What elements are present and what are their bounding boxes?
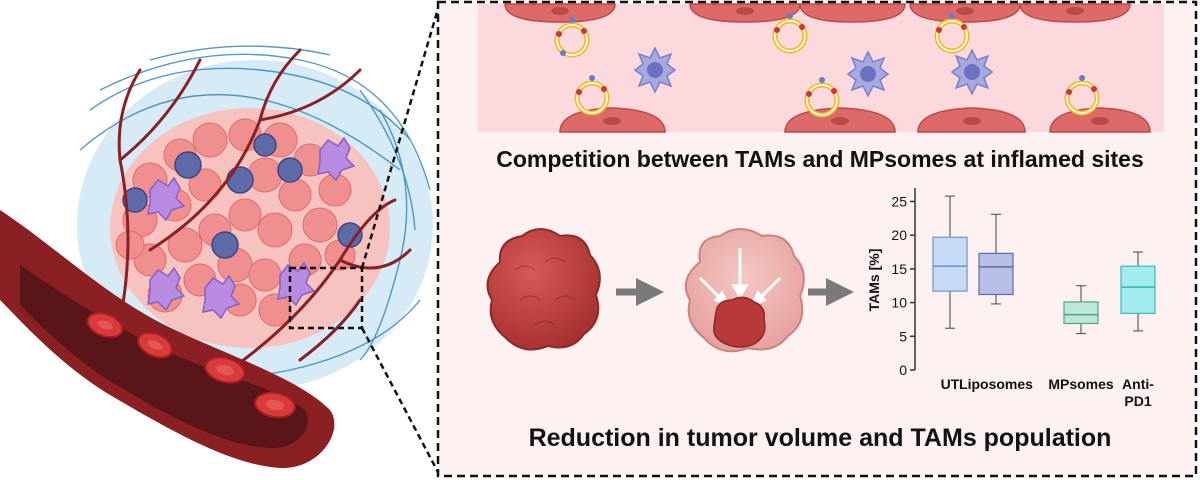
- reduction-caption: Reduction in tumor volume and TAMs popul…: [528, 424, 1112, 452]
- y-tick-label: 5: [899, 328, 907, 344]
- tumor-reduction-sequence: [486, 228, 854, 353]
- competition-caption: Competition between TAMs and MPsomes at …: [496, 146, 1144, 172]
- y-tick-label: 15: [891, 261, 907, 277]
- box-ut: [932, 236, 968, 292]
- inflamed-site-scene: [478, 3, 1164, 133]
- y-tick-label: 25: [891, 193, 907, 209]
- y-tick-label: 10: [891, 295, 907, 311]
- blood-vessel: [0, 210, 335, 469]
- x-category-label: UT: [941, 376, 960, 392]
- tam-macrophages: [633, 46, 994, 98]
- tumor-illustration: [0, 1, 442, 477]
- tumor-cells: [115, 118, 356, 327]
- x-category-label: PD1: [1124, 393, 1151, 409]
- y-tick-label: 0: [899, 362, 907, 378]
- zoom-connector-top: [360, 1, 442, 269]
- y-tick-label: 20: [891, 227, 907, 243]
- x-category-label: Liposomes: [959, 376, 1033, 392]
- x-category-label: MPsomes: [1048, 376, 1114, 392]
- zoom-region-box: [288, 266, 364, 330]
- x-category-label: Anti-: [1122, 376, 1154, 392]
- mpsome-nanoparticles: [554, 13, 1100, 118]
- purple-tam-cells: [147, 136, 356, 320]
- untreated-tumor: [486, 228, 601, 351]
- box-liposomes: [978, 252, 1014, 296]
- y-axis-label: TAMs [%]: [866, 249, 882, 312]
- box-mpsomes: [1063, 301, 1099, 325]
- box-anti-pd1: [1120, 265, 1156, 314]
- reduced-tumor: [713, 296, 766, 348]
- zoom-connector-bottom: [360, 327, 442, 477]
